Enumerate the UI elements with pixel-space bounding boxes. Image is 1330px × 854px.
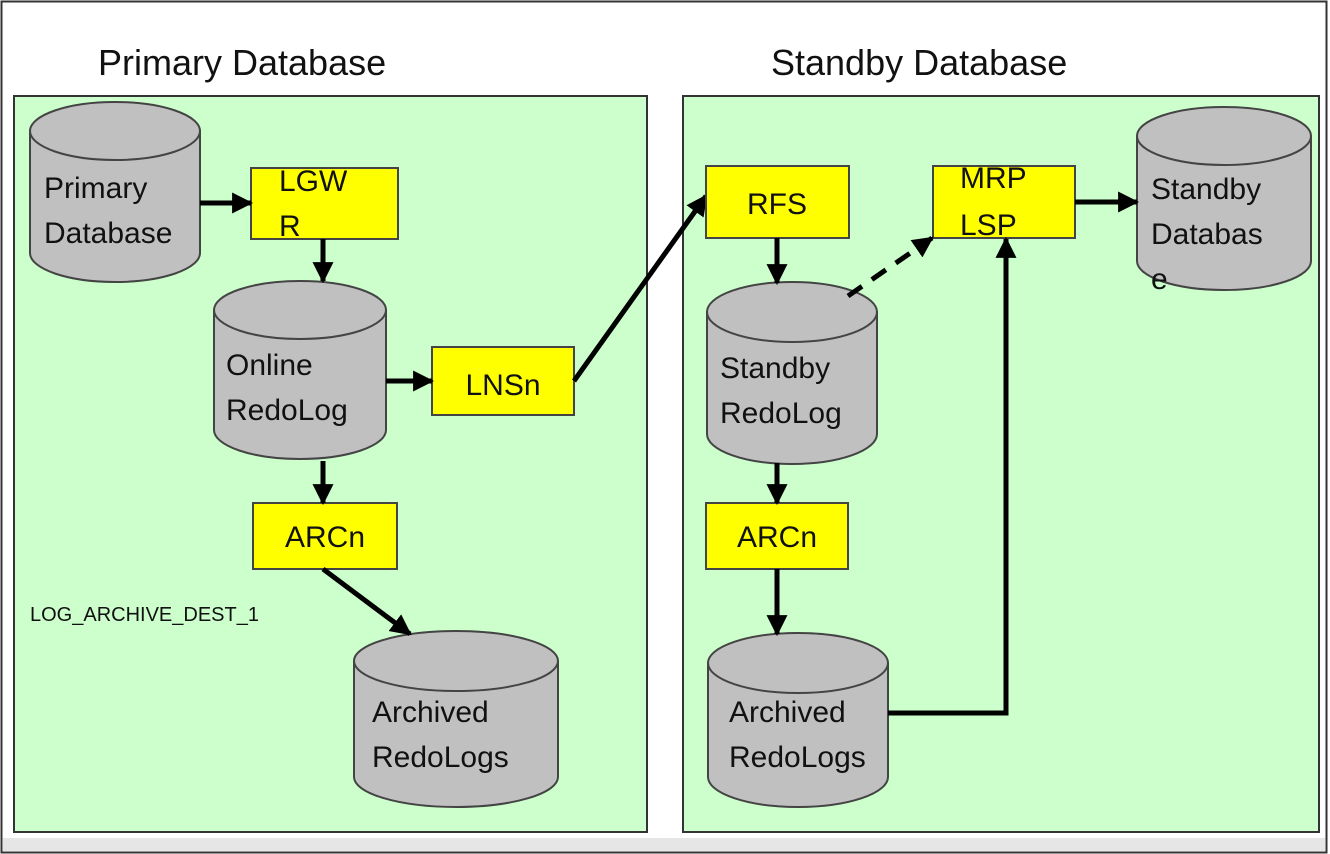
lnsn-process-box: LNSn [431, 346, 575, 416]
primary-arcn-label: ARCn [285, 521, 365, 554]
standby-db-label-line2: Databas [1151, 218, 1263, 251]
standby-arcn-label: ARCn [737, 521, 817, 554]
standby-redo-label-line1: Standby [720, 352, 830, 385]
standby-db-label-line3: e [1151, 263, 1168, 296]
standby-redo-label-line2: RedoLog [720, 397, 842, 430]
primary-db-label-line2: Database [44, 217, 172, 250]
standby-archived-label-line2: RedoLogs [729, 741, 866, 774]
lgwr-label-line1: LGW [279, 165, 348, 198]
rfs-label: RFS [747, 188, 807, 221]
log-archive-dest-label: LOG_ARCHIVE_DEST_1 [30, 604, 259, 626]
standby-archived-label-line1: Archived [729, 696, 846, 729]
lnsn-label: LNSn [465, 369, 540, 402]
primary-database-cylinder: Primary Database [29, 101, 201, 283]
standby-archived-redologs-cylinder: Archived RedoLogs [707, 632, 889, 808]
primary-archived-redologs-cylinder: Archived RedoLogs [353, 630, 559, 808]
standby-database-cylinder: Standby Databas e [1136, 106, 1312, 296]
lgwr-label-line2: R [279, 210, 301, 243]
primary-arcn-process-box: ARCn [252, 502, 398, 570]
primary-archived-label-line2: RedoLogs [372, 741, 509, 774]
online-redo-label-line2: RedoLog [226, 394, 348, 427]
standby-title: Standby Database [771, 42, 1067, 83]
footer-strip [3, 838, 1325, 851]
mrp-lsp-label-line2: LSP [960, 209, 1017, 242]
rfs-process-box: RFS [705, 165, 850, 239]
arrow-arcn-to-archived [321, 566, 412, 637]
primary-title: Primary Database [98, 42, 386, 83]
online-redolog-cylinder: Online RedoLog [213, 280, 387, 460]
primary-archived-label-line1: Archived [372, 696, 489, 729]
standby-db-label-line1: Standby [1151, 173, 1261, 206]
mrp-lsp-label-line1: MRP [960, 162, 1027, 195]
lgwr-process-box: LGW R [250, 165, 399, 243]
online-redo-label-line1: Online [226, 349, 313, 382]
arrow-archived-to-mrp [888, 236, 1017, 716]
standby-redolog-cylinder: Standby RedoLog [706, 281, 878, 465]
standby-arcn-process-box: ARCn [705, 502, 849, 570]
mrp-lsp-process-box: MRP LSP [932, 162, 1076, 242]
primary-db-label-line1: Primary [44, 172, 147, 205]
arrow-lnsn-to-rfs [571, 194, 709, 383]
